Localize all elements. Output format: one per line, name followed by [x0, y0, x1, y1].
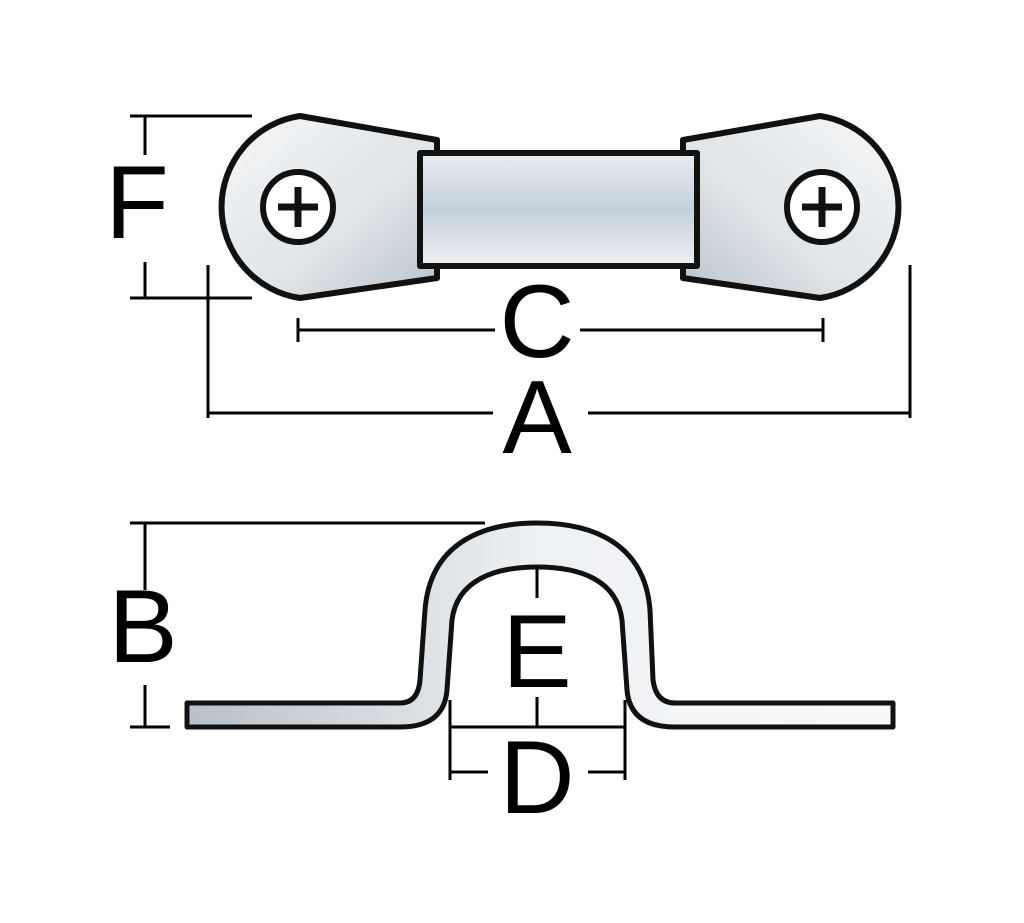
- left-screw-icon: [260, 169, 336, 245]
- center-bar: [414, 150, 700, 269]
- dimension-a: A: [206, 265, 912, 476]
- right-screw-icon: [784, 169, 860, 245]
- label-c: C: [499, 264, 574, 380]
- side-profile: [184, 520, 896, 730]
- label-e: E: [502, 594, 571, 710]
- label-f: F: [105, 145, 169, 261]
- dimension-f: F: [105, 114, 252, 300]
- label-a: A: [502, 360, 572, 476]
- dimension-e: E: [502, 567, 572, 727]
- label-d: D: [499, 720, 574, 836]
- dimension-c: C: [296, 264, 825, 380]
- label-b: B: [108, 569, 177, 685]
- dimension-d: D: [448, 700, 627, 836]
- dimension-b: B: [108, 521, 485, 729]
- top-view: [218, 113, 902, 301]
